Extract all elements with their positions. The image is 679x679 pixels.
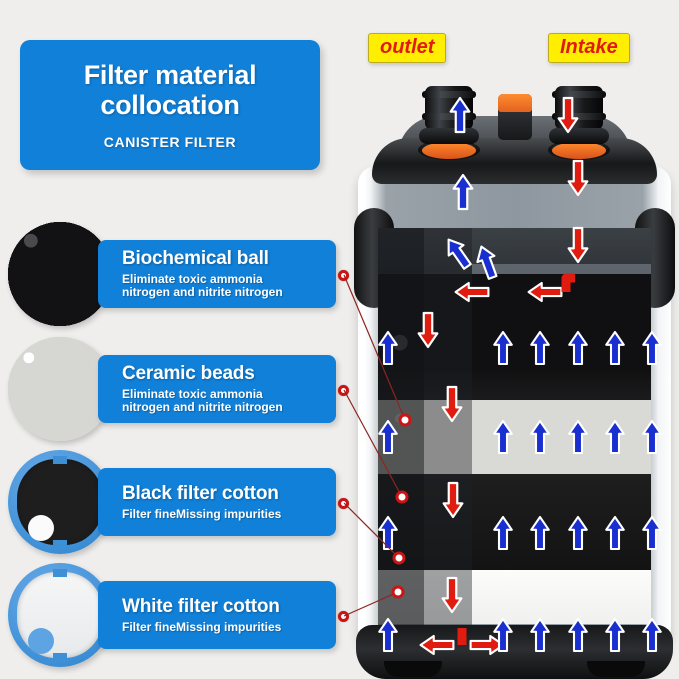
intake-label: Intake <box>548 33 630 63</box>
ceramic-beads-layer <box>378 400 651 474</box>
black-filter-cotton-layer-upper <box>378 372 651 400</box>
intake-orange-cap <box>552 142 606 159</box>
feature-title: White filter cotton <box>122 595 280 617</box>
connector-dot <box>338 270 349 281</box>
title-line-2: collocation <box>100 90 240 120</box>
intake-valve-fitting <box>549 86 609 144</box>
feature-description: Filter fineMissing impurities <box>122 506 282 521</box>
feature-desc-line-2: nitrogen and nitrite nitrogen <box>122 285 283 300</box>
feature-title: Ceramic beads <box>122 362 255 384</box>
feature-title: Biochemical ball <box>122 247 269 269</box>
biochemical-ball-layer <box>378 274 651 372</box>
feature-desc-line-1: Eliminate toxic ammonia <box>122 386 263 401</box>
feature-banner: Black filter cotton Filter fineMissing i… <box>98 468 336 536</box>
feature-desc-line-1: Eliminate toxic ammonia <box>122 271 263 286</box>
bioballs-photo <box>8 222 112 326</box>
black-filter-cotton-layer-lower <box>378 474 651 570</box>
feature-title: Black filter cotton <box>122 482 279 504</box>
page-subtitle: CANISTER FILTER <box>103 134 237 151</box>
white-cotton-pad-photo <box>8 563 112 667</box>
outlet-label: outlet <box>368 33 447 63</box>
feature-desc-line-2: nitrogen and nitrite nitrogen <box>122 400 283 415</box>
title-line-1: Filter material <box>83 59 257 90</box>
connector-dot <box>338 498 349 509</box>
canister-foot-right <box>587 661 645 677</box>
feature-banner: Ceramic beads Eliminate toxic ammonia ni… <box>98 355 336 423</box>
outlet-valve-fitting <box>419 86 479 144</box>
primer-knob <box>498 94 532 140</box>
canister-top-cap <box>372 138 657 184</box>
feature-description: Eliminate toxic ammonia nitrogen and nit… <box>122 271 326 301</box>
feature-banner: White filter cotton Filter fineMissing i… <box>98 581 336 649</box>
connector-dot <box>338 385 349 396</box>
page-title: Filter material collocation <box>84 60 257 120</box>
feature-description: Eliminate toxic ammonia nitrogen and nit… <box>122 386 326 416</box>
black-cotton-pad-photo <box>8 450 112 554</box>
ceramic-beads-photo <box>8 337 112 441</box>
title-card: Filter material collocation CANISTER FIL… <box>20 40 320 170</box>
connector-dot <box>338 611 349 622</box>
canister-filter-cutaway <box>350 78 679 679</box>
canister-foot-left <box>384 661 442 677</box>
canister-upper-chamber <box>378 228 651 276</box>
feature-description: Filter fineMissing impurities <box>122 619 282 634</box>
feature-banner: Biochemical ball Eliminate toxic ammonia… <box>98 240 336 308</box>
media-stack-cutaway <box>378 274 651 624</box>
white-filter-cotton-layer <box>378 570 651 624</box>
outlet-orange-cap <box>422 142 476 159</box>
